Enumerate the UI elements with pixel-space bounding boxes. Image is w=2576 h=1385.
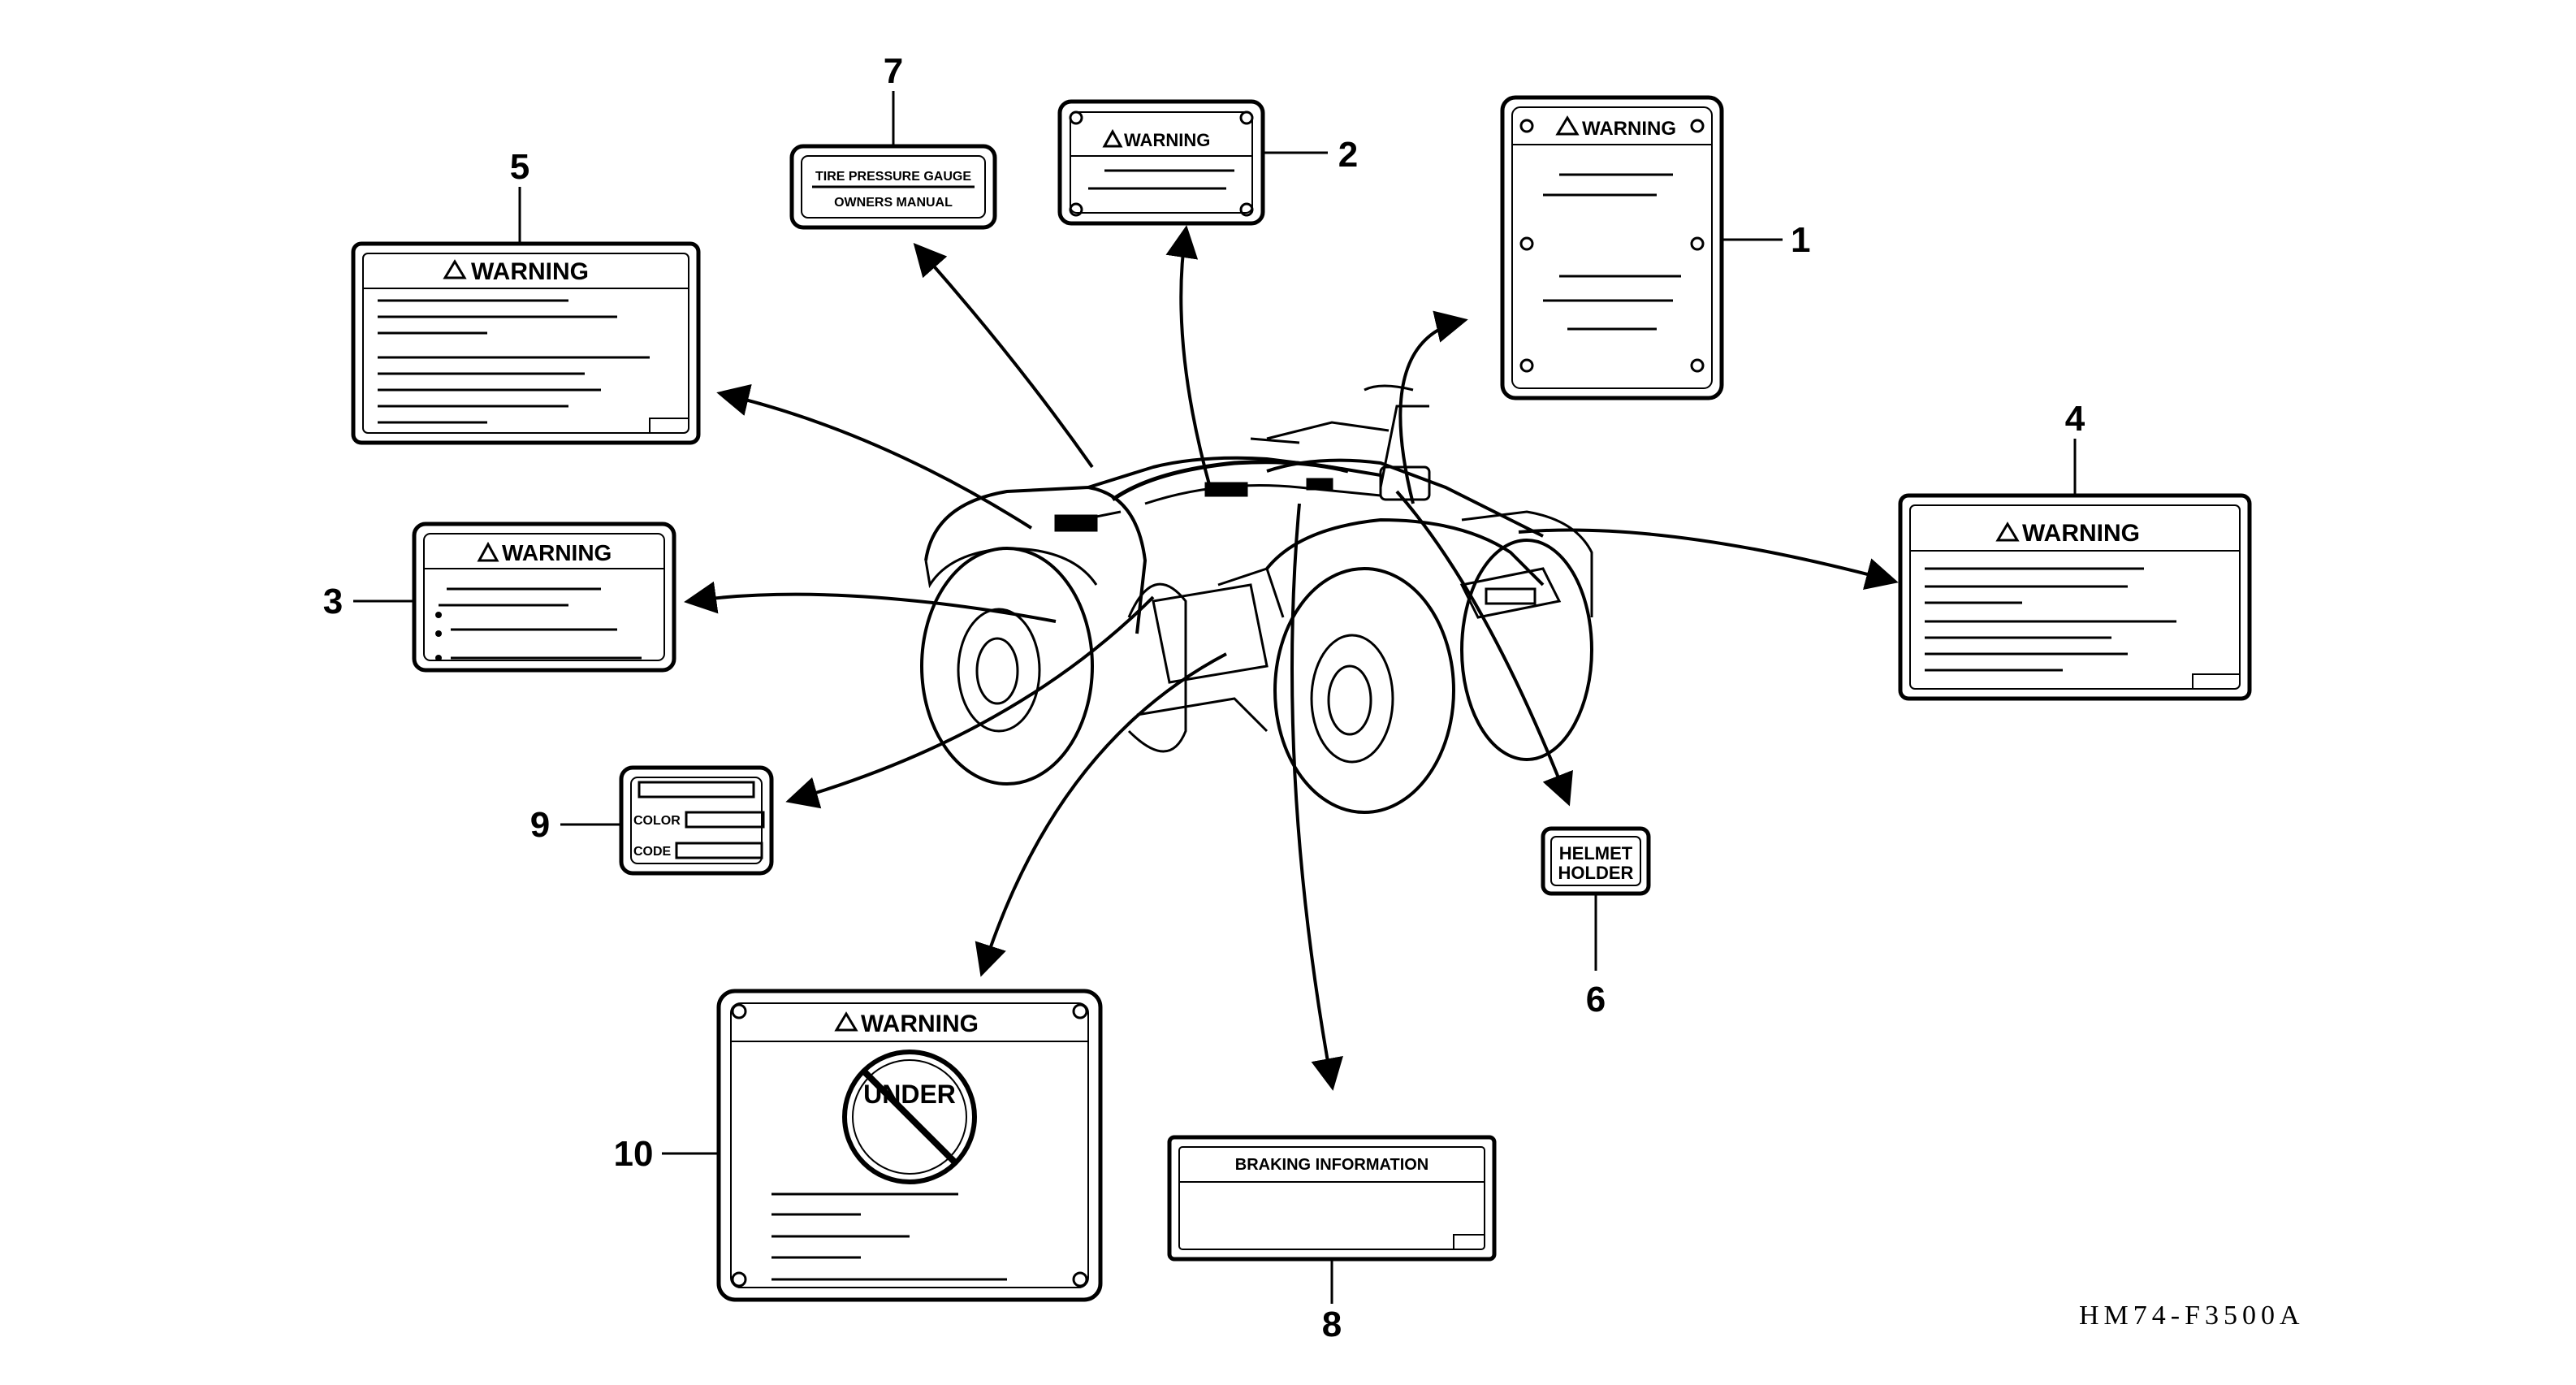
atv-illustration xyxy=(920,384,1593,814)
label-5-warning: WARNING xyxy=(351,241,701,445)
arrow-3 xyxy=(684,581,1057,623)
label-10-under: UNDER xyxy=(863,1080,956,1109)
diagram-part-code: HM74-F3500A xyxy=(2079,1301,2305,1331)
label-10-heading: WARNING xyxy=(861,1011,979,1037)
callout-4: 4 xyxy=(2065,399,2085,439)
arrow-4 xyxy=(1518,528,1899,591)
callout-10: 10 xyxy=(614,1134,654,1174)
callout-6: 6 xyxy=(1586,980,1606,1019)
label-2-warning: WARNING xyxy=(1057,99,1265,226)
label-6-line1: HELMET xyxy=(1559,843,1633,863)
callout-5: 5 xyxy=(510,147,529,187)
callout-8: 8 xyxy=(1322,1305,1342,1344)
arrow-10 xyxy=(975,652,1227,977)
callout-2: 2 xyxy=(1338,135,1358,175)
label-4-warning: WARNING xyxy=(1898,493,2252,701)
label-9-code: CODE xyxy=(633,845,672,859)
label-7-tire-pressure: TIRE PRESSURE GAUGE OWNERS MANUAL xyxy=(789,144,997,230)
label-2-heading: WARNING xyxy=(1124,130,1210,150)
label-10-warning-under: WARNING UNDER xyxy=(716,989,1103,1302)
label-5-heading: WARNING xyxy=(471,258,589,285)
callout-numbers: 1 2 3 4 5 6 7 8 9 10 xyxy=(323,51,2085,1344)
callout-1: 1 xyxy=(1791,220,1810,260)
label-7-line2: OWNERS MANUAL xyxy=(834,196,953,210)
label-8-heading: BRAKING INFORMATION xyxy=(1235,1156,1429,1174)
label-8-braking: BRAKING INFORMATION xyxy=(1167,1135,1497,1262)
arrow-1 xyxy=(1398,310,1468,504)
label-1-heading: WARNING xyxy=(1582,118,1676,140)
arrow-6 xyxy=(1395,490,1573,807)
callout-7: 7 xyxy=(884,51,903,91)
arrow-2 xyxy=(1165,225,1212,488)
label-3-warning: WARNING xyxy=(412,522,676,673)
callout-leaders xyxy=(353,91,2077,1304)
arrow-5 xyxy=(716,383,1033,530)
leader-arrows xyxy=(684,225,1899,1091)
label-1-warning: WARNING xyxy=(1500,95,1724,400)
label-6-helmet-holder: HELMET HOLDER xyxy=(1541,826,1651,896)
arrow-8 xyxy=(1290,503,1343,1091)
label-4-heading: WARNING xyxy=(2022,520,2140,547)
arrow-7 xyxy=(913,243,1094,469)
label-9-color-code: COLOR CODE xyxy=(619,765,774,876)
arrow-9 xyxy=(785,595,1155,809)
callout-3: 3 xyxy=(323,582,343,621)
label-7-line1: TIRE PRESSURE GAUGE xyxy=(815,170,971,184)
label-3-heading: WARNING xyxy=(502,540,612,565)
label-9-color: COLOR xyxy=(633,814,681,828)
label-6-line2: HOLDER xyxy=(1558,863,1634,883)
callout-9: 9 xyxy=(530,805,550,845)
